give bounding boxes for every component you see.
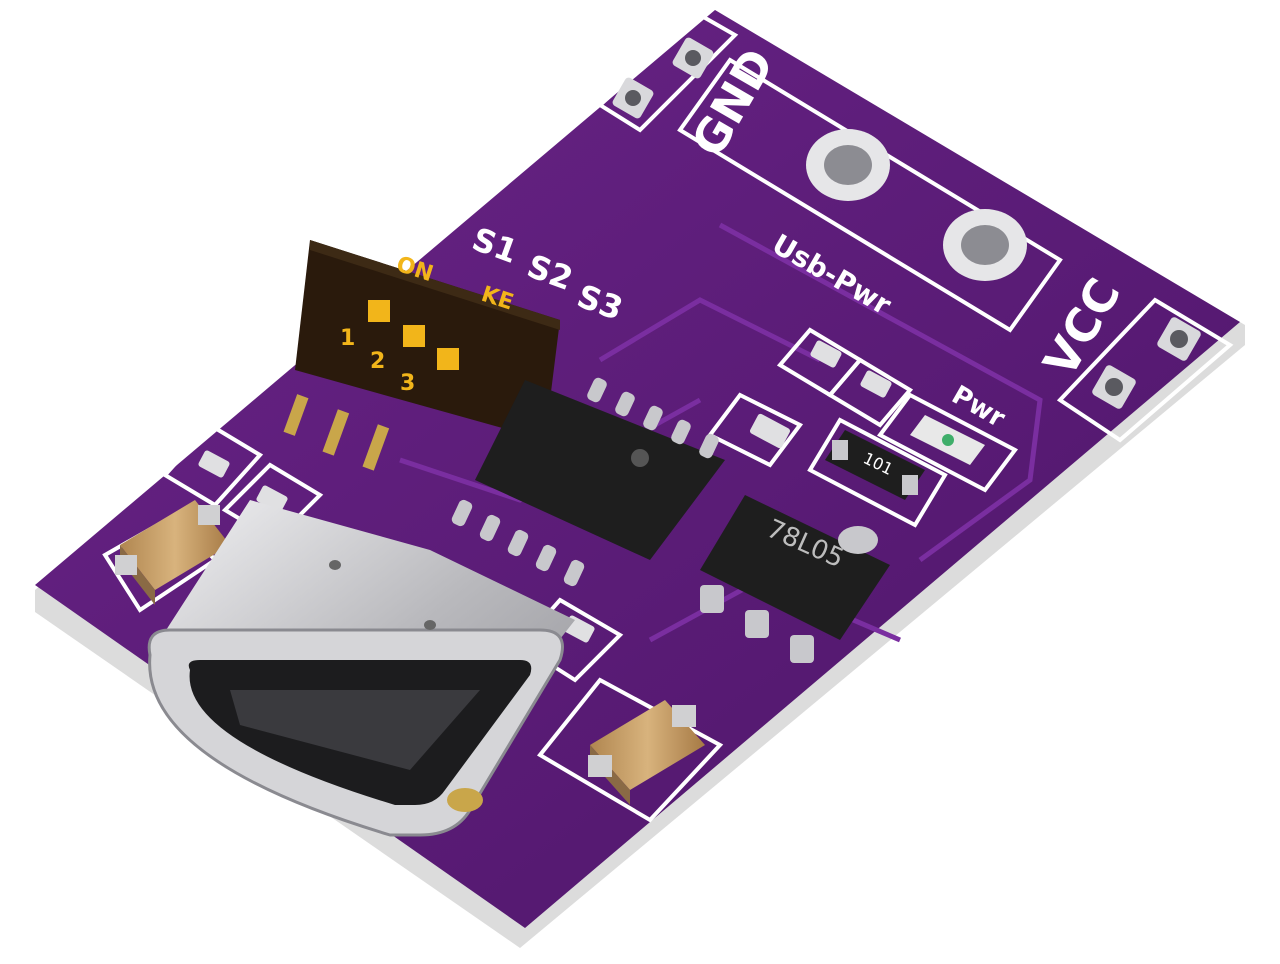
voltage-regulator: 78L05: [700, 495, 890, 663]
dip-pos-1: 1: [340, 326, 355, 351]
capacitor-left: [115, 500, 230, 605]
ic-chip: [451, 377, 725, 587]
capacitor-right: [588, 700, 705, 805]
vcc-pads: [1092, 317, 1201, 409]
dip-knob-2: [403, 325, 425, 347]
usb-c-connector: [147, 500, 575, 837]
power-led: [910, 415, 985, 465]
dip-pos-3: 3: [400, 371, 415, 396]
usb-pwr-holes: [806, 129, 1027, 281]
dip-switch: ON KE 1 2 3: [283, 240, 560, 471]
resistor: 101: [825, 430, 925, 500]
dip-knob-3: [437, 348, 459, 370]
dip-knob-1: [368, 300, 390, 322]
dip-pos-2: 2: [370, 349, 385, 374]
gnd-pads: [612, 37, 714, 119]
